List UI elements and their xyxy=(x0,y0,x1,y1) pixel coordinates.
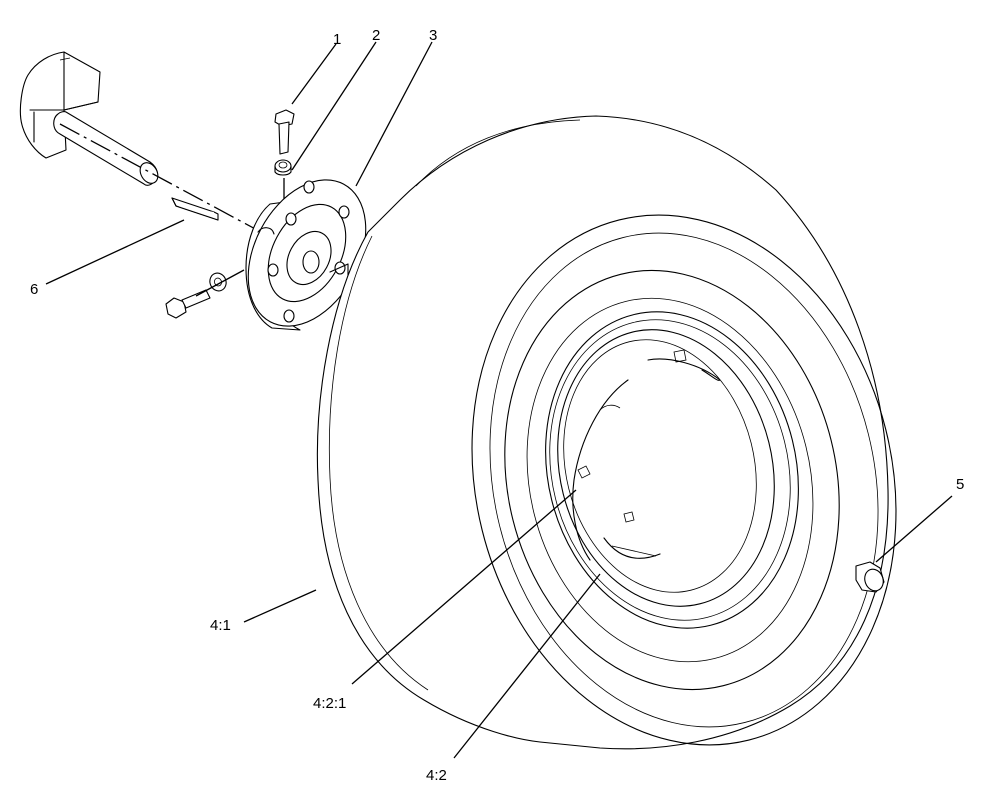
hex-bolt-upper xyxy=(274,109,295,155)
callout-4-1: 4:1 xyxy=(210,617,231,634)
leader-2 xyxy=(291,41,377,171)
leader-5 xyxy=(875,495,953,563)
motor-housing-and-axle xyxy=(19,51,159,186)
leader-3 xyxy=(355,41,433,187)
hex-nut-upper xyxy=(274,159,292,176)
tire xyxy=(316,115,897,750)
callout-4-2-1: 4:2:1 xyxy=(313,695,346,712)
hex-bolt-lower xyxy=(165,289,211,319)
wheel-rim xyxy=(545,311,799,629)
leader-4-1 xyxy=(243,589,317,623)
leader-6 xyxy=(45,219,185,285)
callout-5: 5 xyxy=(956,476,964,493)
callout-3: 3 xyxy=(429,27,437,44)
axle-centerline xyxy=(59,123,381,297)
leader-4-2-1 xyxy=(351,489,577,685)
callout-1: 1 xyxy=(333,31,341,48)
callout-4-2: 4:2 xyxy=(426,767,447,784)
callout-2: 2 xyxy=(372,27,380,44)
leader-1 xyxy=(291,43,337,105)
shaft-key xyxy=(171,197,219,221)
leader-4-2 xyxy=(453,573,601,759)
lug-bolt xyxy=(855,561,885,593)
callout-6: 6 xyxy=(30,281,38,298)
hex-nut-lower xyxy=(209,272,227,292)
